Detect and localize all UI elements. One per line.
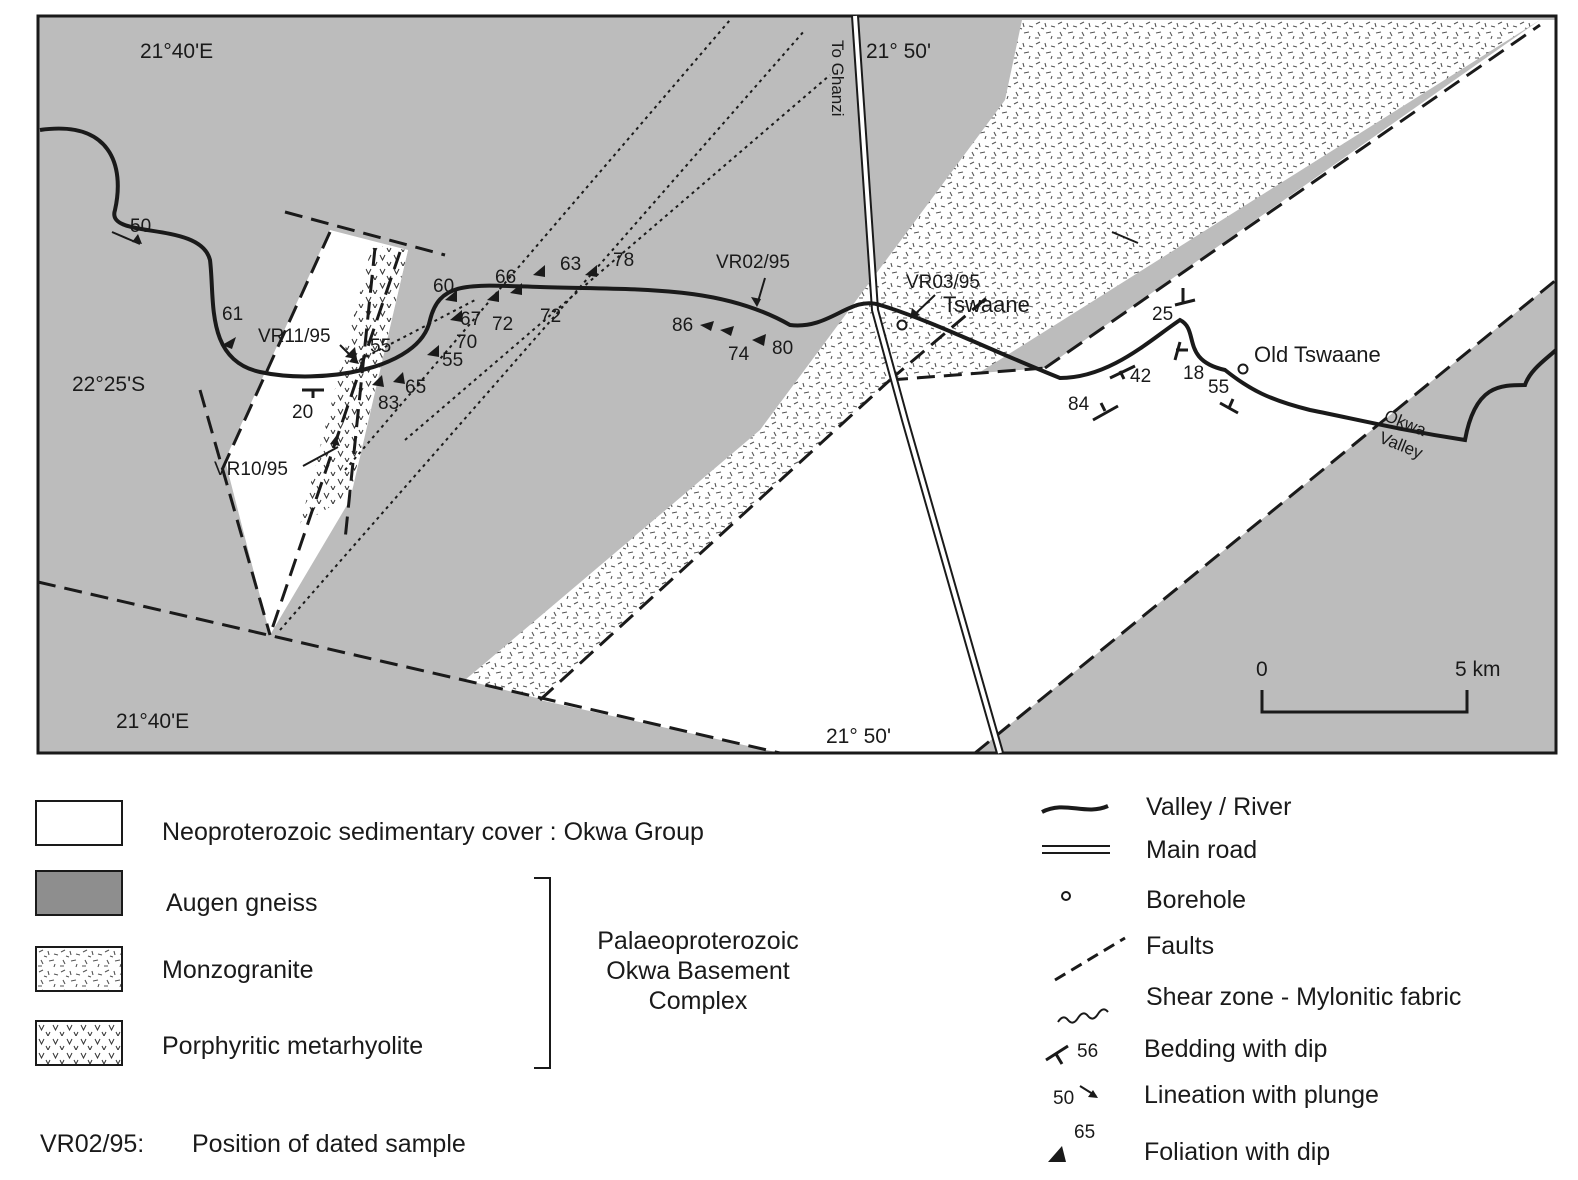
symbol-bedding: Bedding with dip — [1144, 1035, 1328, 1063]
coord-lat-left: 22°25'S — [72, 373, 145, 396]
legend-unit-augen: Augen gneiss — [166, 889, 318, 917]
bedding-legend-value: 56 — [1077, 1041, 1098, 1062]
swatch-okwa-group — [35, 800, 123, 846]
dip-value: 83 — [378, 393, 399, 414]
scale-bar — [1260, 690, 1469, 714]
dip-value: 86 — [672, 315, 693, 336]
sample-key: VR02/95: — [40, 1130, 145, 1158]
symbol-foliation: Foliation with dip — [1144, 1138, 1331, 1166]
dip-value: 60 — [433, 276, 454, 297]
wavy-line-icon — [1057, 1008, 1109, 1024]
dip-value: 72 — [540, 306, 561, 327]
dip-value: 61 — [222, 304, 243, 325]
legend-unit-monzo: Monzogranite — [162, 956, 314, 984]
lineation-arrow-icon — [1079, 1085, 1098, 1098]
swatch-augen-gneiss — [35, 870, 123, 916]
legend-unit-okwa: Neoproterozoic sedimentary cover : Okwa … — [162, 818, 704, 846]
coord-lon-bottom-left: 21°40'E — [116, 710, 189, 733]
dip-value: 66 — [495, 267, 516, 288]
symbol-shear: Shear zone - Mylonitic fabric — [1146, 983, 1462, 1011]
dip-value: 63 — [560, 254, 581, 275]
foliation-triangle-icon — [1048, 1146, 1066, 1162]
double-line-icon — [1042, 845, 1110, 854]
dip-value: 55 — [370, 336, 391, 357]
dip-value: 20 — [292, 402, 313, 423]
dip-value: 72 — [492, 314, 513, 335]
sample-label: VR10/95 — [214, 459, 288, 480]
legend-unit-rhyo: Porphyritic metarhyolite — [162, 1032, 424, 1060]
dip-value: 78 — [613, 250, 634, 271]
bedding-symbols — [302, 288, 1239, 422]
dip-value: 65 — [405, 377, 426, 398]
sample-label: VR02/95 — [716, 252, 790, 273]
bedding-symbol-icon — [1045, 1044, 1069, 1065]
foliation-symbols — [222, 265, 766, 387]
legend-bracket-label: Palaeoproterozoic Okwa Basement Complex — [588, 926, 808, 1016]
symbol-lineation: Lineation with plunge — [1144, 1081, 1379, 1109]
dashed-line-icon — [1054, 936, 1126, 982]
bracket-line: Complex — [648, 987, 748, 1015]
borehole-old-tswaane — [1237, 363, 1249, 375]
swatch-metarhyolite — [35, 1020, 123, 1066]
legend-bracket — [534, 877, 551, 1069]
dip-value: 80 — [772, 338, 793, 359]
river-line-icon — [1041, 804, 1109, 814]
okwa-group-area — [540, 20, 1556, 753]
arrowheads — [132, 234, 920, 446]
borehole-tswaane — [896, 319, 908, 331]
circle-icon — [1061, 891, 1071, 901]
sample-label: VR11/95 — [258, 326, 331, 347]
road-label: To Ghanzi — [828, 40, 847, 117]
symbol-borehole: Borehole — [1146, 886, 1247, 914]
map-frame — [36, 14, 1558, 755]
dip-value: 70 — [456, 332, 477, 353]
dip-value: 55 — [1208, 377, 1229, 398]
symbol-faults: Faults — [1146, 932, 1215, 960]
swatch-monzogranite — [35, 946, 123, 992]
dip-value: 74 — [728, 344, 750, 365]
coord-lon-bottom-right: 21° 50' — [826, 725, 891, 748]
bracket-line: Palaeoproterozoic — [597, 927, 799, 955]
dip-value: 50 — [130, 216, 151, 237]
shear-zones — [279, 19, 831, 631]
dip-value: 18 — [1183, 363, 1204, 384]
scale-end: 5 km — [1455, 658, 1501, 681]
foliation-legend-value: 65 — [1074, 1122, 1095, 1143]
coord-lon-top-left: 21°40'E — [140, 40, 213, 63]
symbol-river: Valley / River — [1146, 793, 1292, 821]
coord-lon-top-right: 21° 50' — [866, 40, 931, 63]
okwa-river — [39, 126, 1558, 443]
main-road — [851, 15, 1004, 755]
dip-value: 84 — [1068, 394, 1090, 415]
scale-start: 0 — [1256, 658, 1268, 681]
place-tswaane: Tswaane — [943, 292, 1030, 317]
place-old-tswaane: Old Tswaane — [1254, 342, 1381, 367]
lineation-arrow — [111, 231, 141, 245]
dip-value: 67 — [460, 309, 481, 330]
sample-key-text: Position of dated sample — [192, 1130, 466, 1158]
dip-value: 55 — [442, 350, 463, 371]
sample-label: VR03/95 — [906, 272, 980, 293]
symbol-legend-icons: 56 50 65 — [1041, 804, 1126, 1162]
dip-value: 42 — [1130, 366, 1151, 387]
faults — [37, 23, 1557, 755]
lineation-legend-value: 50 — [1053, 1088, 1074, 1109]
bracket-line: Okwa Basement — [606, 957, 790, 985]
dip-value: 25 — [1152, 304, 1173, 325]
sample-arrows — [302, 231, 1139, 467]
symbol-road: Main road — [1146, 836, 1258, 864]
